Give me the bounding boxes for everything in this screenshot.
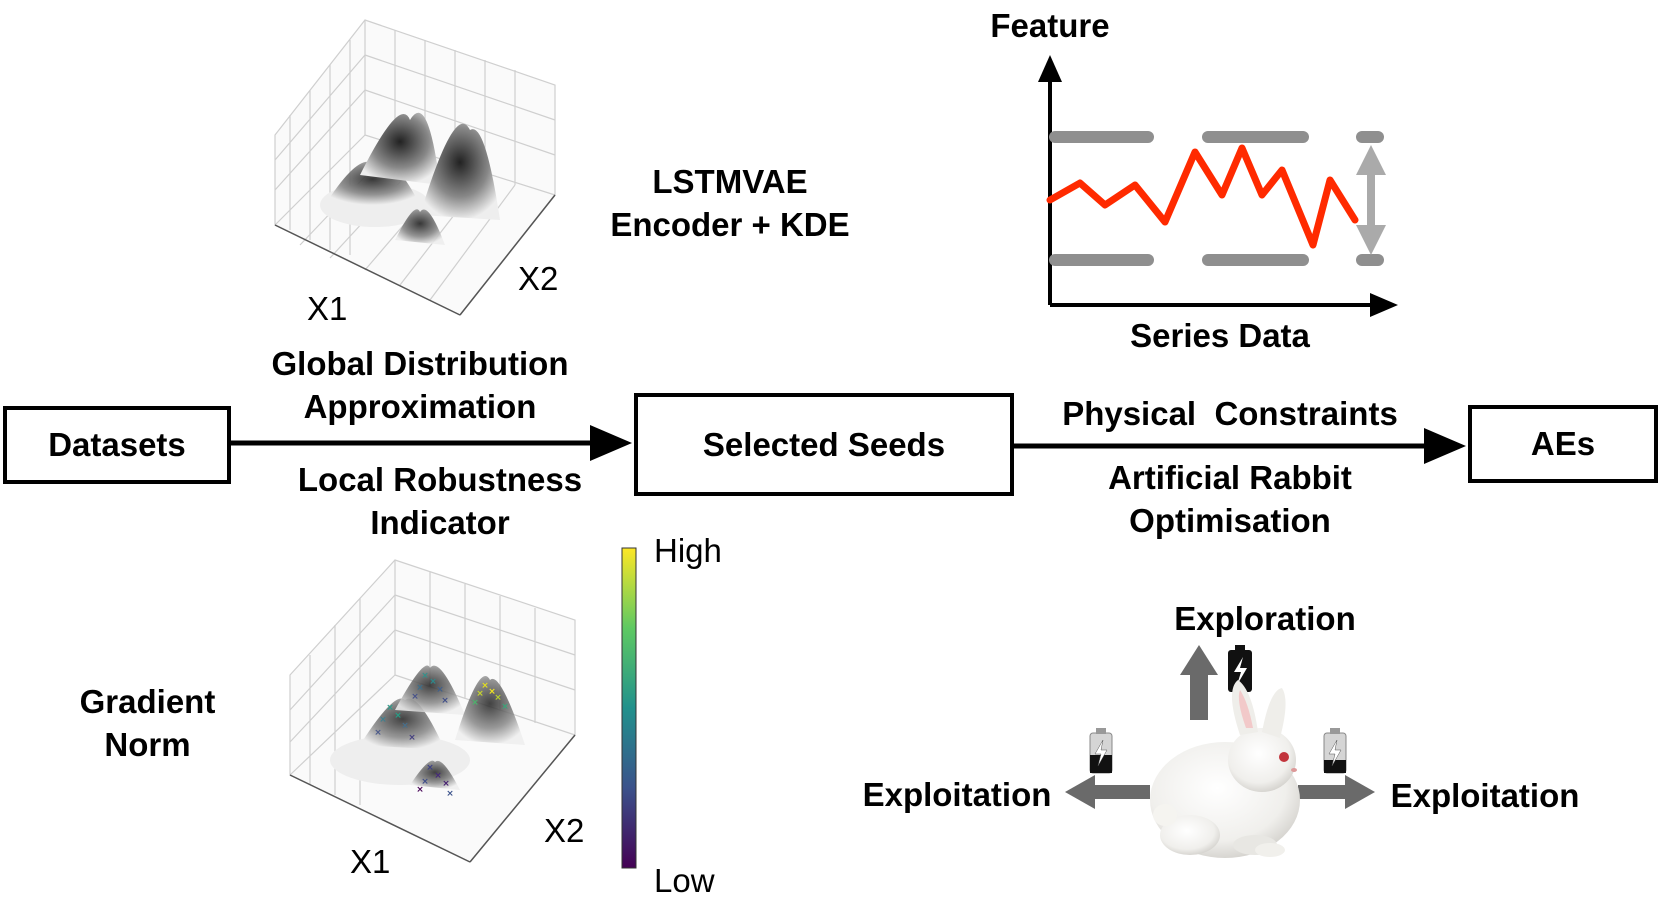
global-distribution-line1: Global Distribution xyxy=(271,345,569,382)
svg-text:×: × xyxy=(488,687,496,697)
exploitation-left-label: Exploitation xyxy=(862,776,1052,813)
exploitation-left-arrow xyxy=(1065,775,1150,809)
svg-text:×: × xyxy=(416,785,424,795)
exploration-label: Exploration xyxy=(1174,600,1356,637)
gradient-x2-label: X2 xyxy=(544,812,585,849)
exploitation-right-label: Exploitation xyxy=(1390,777,1580,814)
colorbar-low-label: Low xyxy=(654,862,715,899)
svg-text:×: × xyxy=(471,698,479,708)
svg-text:×: × xyxy=(441,696,449,706)
svg-text:×: × xyxy=(426,763,434,773)
rabbit-figure xyxy=(1150,680,1300,858)
svg-text:×: × xyxy=(494,693,502,703)
y-axis-arrowhead xyxy=(1038,55,1062,82)
svg-text:×: × xyxy=(421,671,429,681)
aes-box: AEs xyxy=(1468,405,1658,483)
battery-icon-top xyxy=(1228,645,1252,692)
series-plot xyxy=(1038,55,1398,317)
flow-arrow-seeds-to-aes xyxy=(1012,428,1466,464)
global-distribution-label: Global Distribution Approximation xyxy=(240,342,600,428)
gradient-norm-line2: Norm xyxy=(104,726,191,763)
svg-text:×: × xyxy=(401,721,409,731)
svg-text:×: × xyxy=(481,681,489,691)
battery-icon-right xyxy=(1323,728,1347,774)
local-robustness-label: Local Robustness Indicator xyxy=(260,458,620,544)
feature-series-line xyxy=(1046,144,1359,249)
range-double-arrow xyxy=(1356,145,1386,255)
battery-icon-left xyxy=(1089,728,1113,774)
svg-text:×: × xyxy=(434,771,442,781)
selected-seeds-box: Selected Seeds xyxy=(634,393,1014,496)
gradient-x1-label: X1 xyxy=(350,843,391,880)
artificial-rabbit-line2: Optimisation xyxy=(1129,502,1331,539)
exploration-arrow xyxy=(1180,645,1218,720)
datasets-label: Datasets xyxy=(48,426,186,463)
rabbit-illustration xyxy=(1065,645,1375,858)
local-robustness-line2: Indicator xyxy=(370,504,510,541)
svg-text:×: × xyxy=(379,715,387,725)
svg-text:×: × xyxy=(408,733,416,743)
gradient-norm-line1: Gradient xyxy=(79,683,216,720)
constraint-bounds xyxy=(1049,131,1384,266)
selected-seeds-label: Selected Seeds xyxy=(702,425,946,463)
aes-label: AEs xyxy=(1530,425,1596,462)
colorbar xyxy=(621,547,637,869)
svg-text:×: × xyxy=(394,711,402,721)
svg-text:×: × xyxy=(429,677,437,687)
physical-constraints-label: Physical Constraints xyxy=(1062,395,1398,432)
local-robustness-line1: Local Robustness xyxy=(297,461,583,498)
series-ylabel: Feature xyxy=(990,7,1110,44)
flow-arrow-datasets-to-seeds xyxy=(230,425,632,461)
datasets-box: Datasets xyxy=(3,406,231,484)
kde-title-line1: LSTMVAE xyxy=(652,163,808,200)
artificial-rabbit-label: Artificial Rabbit Optimisation xyxy=(1030,456,1430,542)
svg-text:×: × xyxy=(501,702,509,712)
x-axis-arrowhead xyxy=(1370,293,1398,317)
svg-text:×: × xyxy=(421,777,429,787)
artificial-rabbit-line1: Artificial Rabbit xyxy=(1108,459,1352,496)
svg-text:×: × xyxy=(374,728,382,738)
gradient-surface-plot: × × × × × × × × × × × × × × × × × × × × … xyxy=(289,547,637,869)
kde-surface-plot xyxy=(274,19,556,316)
series-xlabel: Series Data xyxy=(1130,317,1310,354)
svg-text:×: × xyxy=(442,779,450,789)
svg-text:×: × xyxy=(476,689,484,699)
kde-title-line2: Encoder + KDE xyxy=(610,206,850,243)
svg-text:×: × xyxy=(446,789,454,799)
kde-x1-label: X1 xyxy=(307,290,348,327)
svg-text:×: × xyxy=(416,683,424,693)
svg-text:×: × xyxy=(436,685,444,695)
gradient-norm-title: Gradient Norm xyxy=(40,680,255,766)
global-distribution-line2: Approximation xyxy=(303,388,537,425)
exploitation-right-arrow xyxy=(1298,775,1375,809)
kde-title: LSTMVAE Encoder + KDE xyxy=(580,160,880,246)
kde-x2-label: X2 xyxy=(518,260,559,297)
svg-text:×: × xyxy=(411,692,419,702)
colorbar-high-label: High xyxy=(654,532,722,569)
svg-text:×: × xyxy=(386,703,394,713)
